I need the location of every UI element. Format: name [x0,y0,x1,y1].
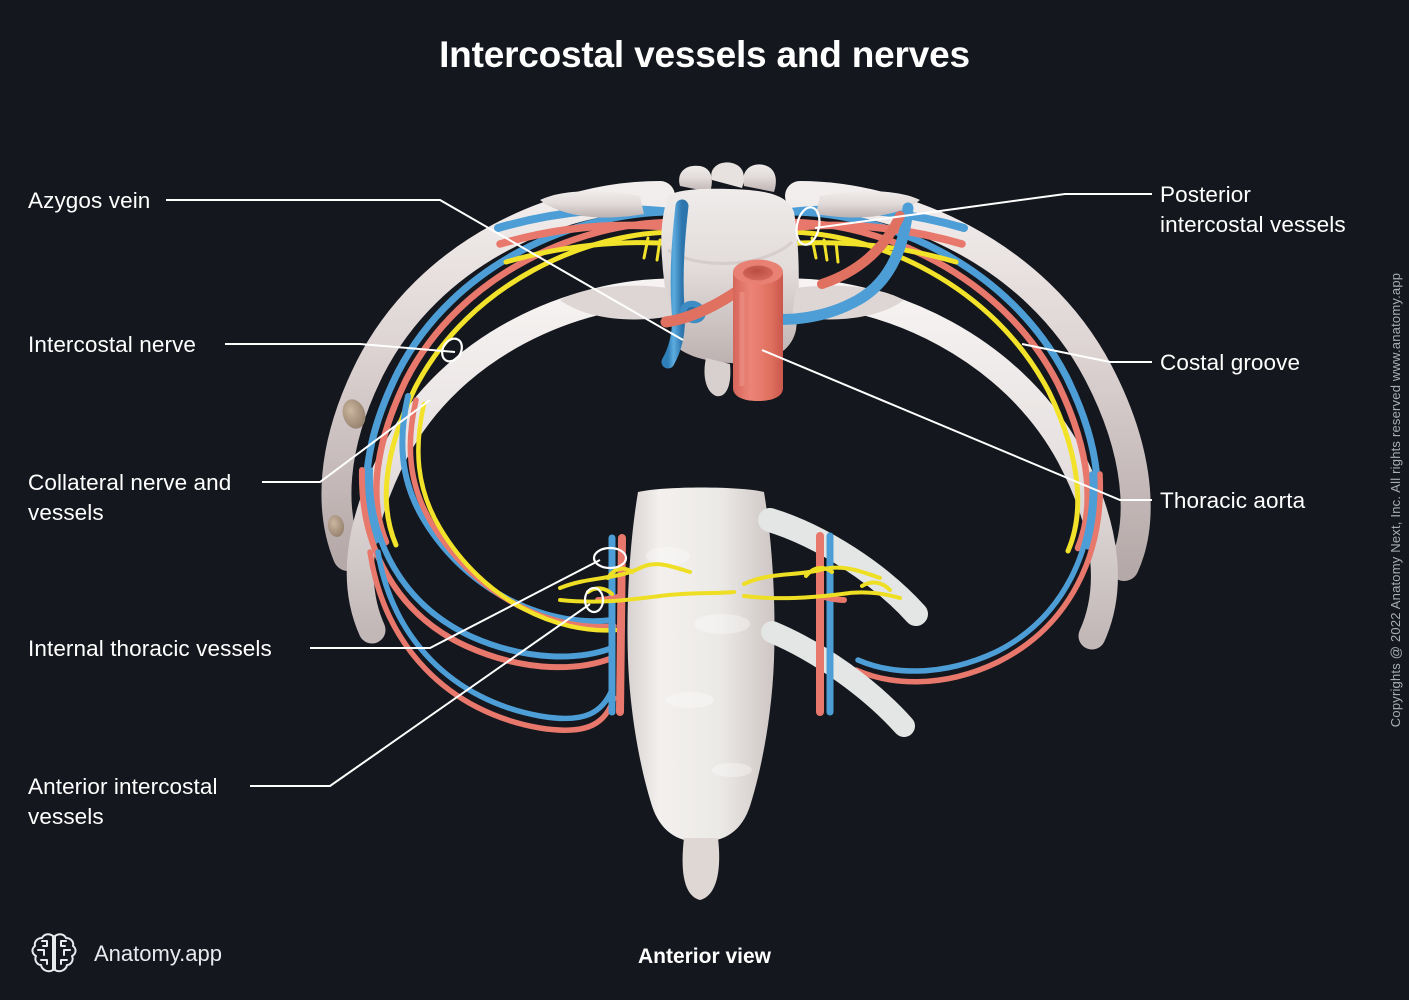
leader-internal-thoracic [310,559,601,649]
leader-lines [166,193,1152,787]
copyright-notice: Copyrights @ 2022 Anatomy Next, Inc. All… [1388,272,1403,728]
label-costal-groove[interactable]: Costal groove [1160,350,1301,375]
label-azygos-vein[interactable]: Azygos vein [28,188,151,213]
anterior-intercostal-nerves [558,562,902,604]
label-internal-thoracic-vessels[interactable]: Internal thoracic vessels [28,636,272,661]
leader-azygos-vein [166,199,684,341]
label-anterior-intercostal-vessels[interactable]: Anterior intercostal vessels [28,774,218,829]
label-thoracic-aorta[interactable]: Thoracic aorta [1160,488,1306,513]
label-intercostal-nerve[interactable]: Intercostal nerve [28,332,197,357]
leader-anterior-intercostal [250,603,591,787]
marker-posterior-intercostal [795,206,821,246]
neurovascular-bundle-right-2 [853,471,1104,685]
anterior-bundle-left [367,549,617,734]
rib-right-second [778,278,1118,650]
marker-anterior-intercostal [583,586,605,614]
sternum [627,487,928,900]
logo-text: Anatomy.app [94,941,223,966]
brain-icon [28,928,80,980]
leader-costal-groove [1021,343,1152,363]
label-posterior-intercostal-vessels[interactable]: Posterior intercostal vessels [1160,182,1346,237]
page-title: Intercostal vessels and nerves [439,34,970,75]
anatomy-app-logo[interactable]: Anatomy.app [28,928,222,980]
marker-intercostal-nerve [441,337,463,363]
rib-cut-end-left [327,399,366,537]
leader-thoracic-aorta [761,349,1152,501]
label-collateral-nerve-and-vessels[interactable]: Collateral nerve and vessels [28,470,232,525]
leader-posterior-intercostal [814,193,1152,229]
neurovascular-bundle-right-1 [783,208,1102,554]
leader-intercostal-nerve [225,343,456,353]
marker-internal-thoracic [592,546,628,570]
view-caption: Anterior view [637,945,772,968]
neurovascular-bundle-left-2 [358,467,615,671]
collateral-bundle-left [399,393,619,633]
thoracic-aorta-vessel [660,211,905,401]
thoracic-vertebra [540,162,920,397]
leader-collateral [262,399,431,483]
